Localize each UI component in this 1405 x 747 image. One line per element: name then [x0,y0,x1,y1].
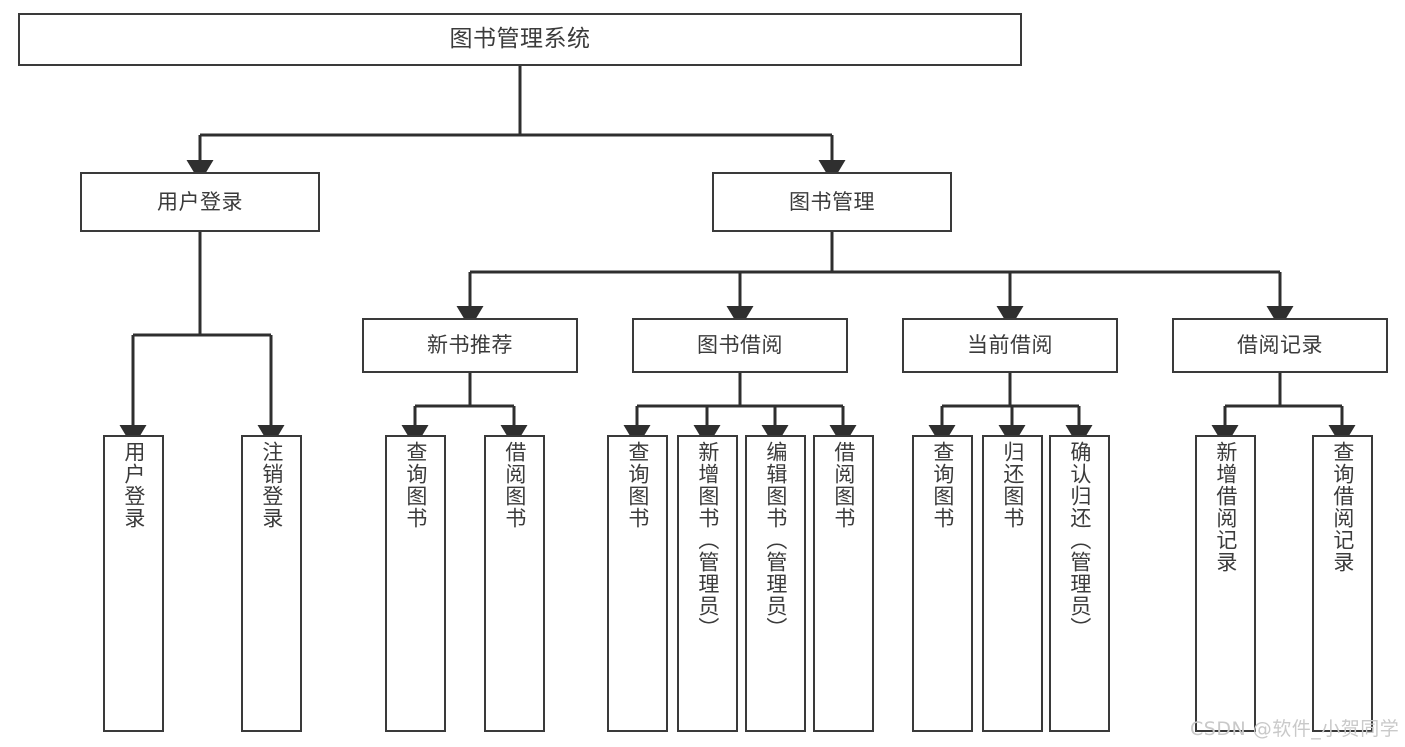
node-current-borrow-label: 当前借阅 [967,333,1053,358]
node-user-login-label: 用户登录 [157,189,243,214]
leaf-borrow-book-recommend[interactable]: 借阅图书 [484,435,545,732]
leaf-borrow-book[interactable]: 借阅图书 [813,435,874,732]
node-borrow-record[interactable]: 借阅记录 [1172,318,1388,373]
node-book-management-label: 图书管理 [789,189,875,214]
node-root[interactable]: 图书管理系统 [18,13,1022,66]
leaf-add-borrow-record[interactable]: 新增借阅记录 [1195,435,1256,732]
leaf-query-book-recommend-label: 查询图书 [403,441,428,529]
leaf-confirm-return-admin[interactable]: 确认归还（管理员） [1049,435,1110,732]
leaf-edit-book-admin-label: 编辑图书（管理员） [763,441,788,639]
leaf-query-book-borrow-label: 查询图书 [625,441,650,529]
node-current-borrow[interactable]: 当前借阅 [902,318,1118,373]
node-book-borrow-label: 图书借阅 [697,333,783,358]
node-book-management[interactable]: 图书管理 [712,172,952,232]
leaf-query-borrow-record-label: 查询借阅记录 [1330,441,1355,573]
leaf-add-book-admin[interactable]: 新增图书（管理员） [677,435,738,732]
leaf-borrow-book-recommend-label: 借阅图书 [502,441,527,529]
node-book-borrow[interactable]: 图书借阅 [632,318,848,373]
leaf-return-book-label: 归还图书 [1000,441,1025,529]
leaf-query-borrow-record[interactable]: 查询借阅记录 [1312,435,1373,732]
leaf-add-book-admin-label: 新增图书（管理员） [695,441,720,639]
leaf-confirm-return-admin-label: 确认归还（管理员） [1067,441,1092,639]
node-new-book-recommend[interactable]: 新书推荐 [362,318,578,373]
leaf-query-book-current[interactable]: 查询图书 [912,435,973,732]
leaf-borrow-book-label: 借阅图书 [831,441,856,529]
leaf-edit-book-admin[interactable]: 编辑图书（管理员） [745,435,806,732]
leaf-user-login-label: 用户登录 [121,441,146,529]
leaf-user-login[interactable]: 用户登录 [103,435,164,732]
csdn-watermark: CSDN @软件_小贺同学 [1190,718,1400,740]
leaf-add-borrow-record-label: 新增借阅记录 [1213,441,1238,573]
node-borrow-record-label: 借阅记录 [1237,333,1323,358]
node-user-login[interactable]: 用户登录 [80,172,320,232]
leaf-return-book[interactable]: 归还图书 [982,435,1043,732]
leaf-query-book-current-label: 查询图书 [930,441,955,529]
leaf-query-book-recommend[interactable]: 查询图书 [385,435,446,732]
leaf-logout[interactable]: 注销登录 [241,435,302,732]
node-root-label: 图书管理系统 [449,25,591,52]
leaf-logout-label: 注销登录 [259,441,284,529]
leaf-query-book-borrow[interactable]: 查询图书 [607,435,668,732]
node-new-book-recommend-label: 新书推荐 [427,333,513,358]
